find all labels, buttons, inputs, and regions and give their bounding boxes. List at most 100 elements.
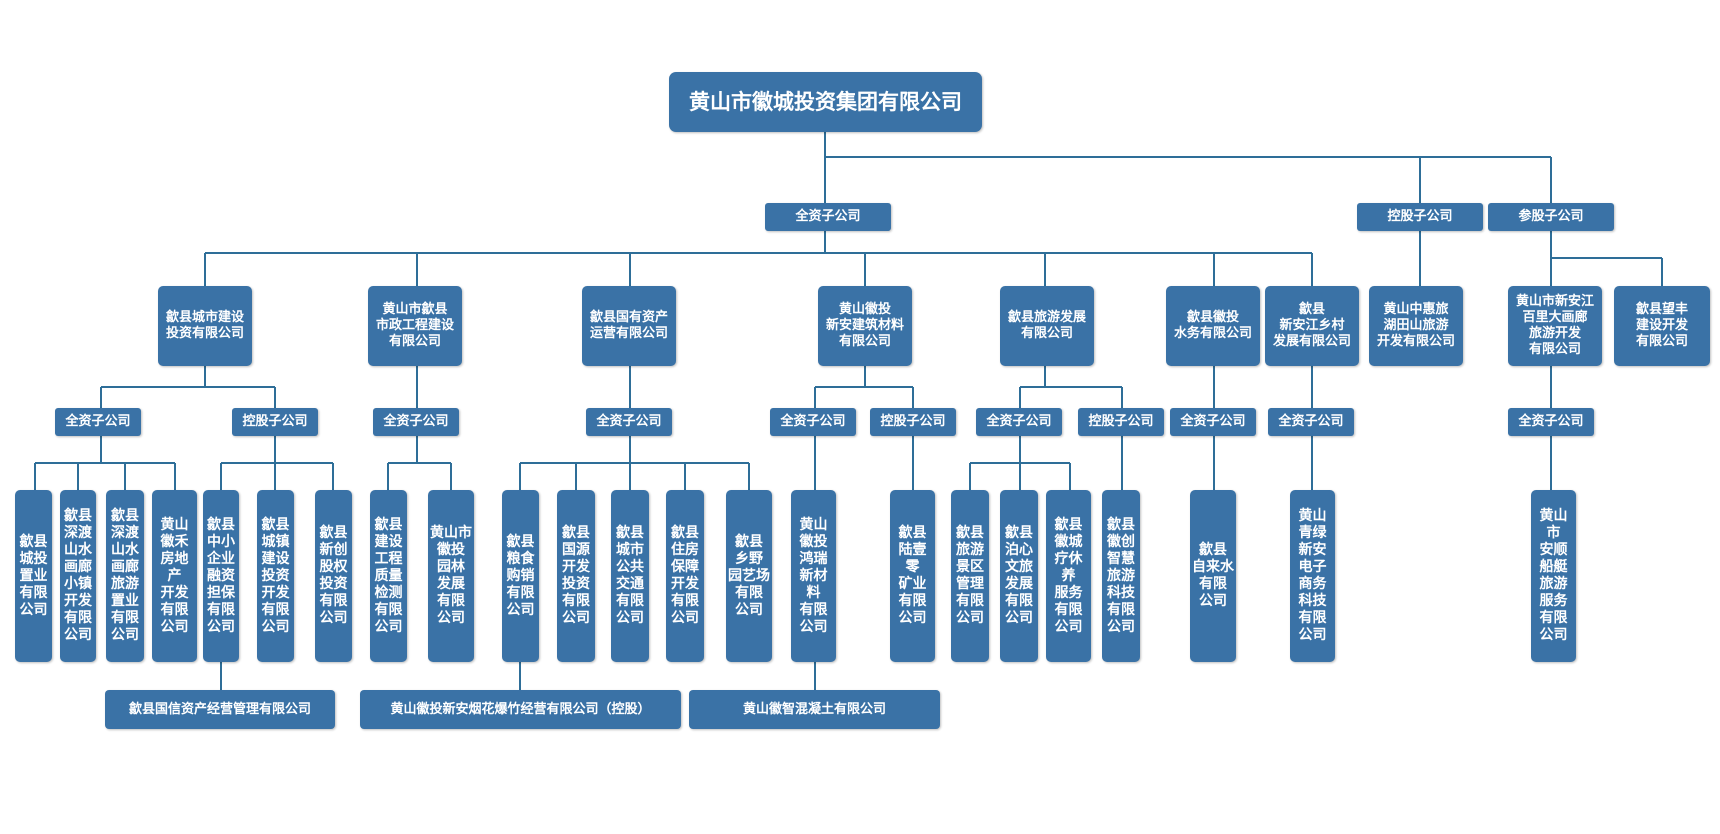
leaf-company[interactable]: 歙县 自来水 有限 公司 xyxy=(1190,490,1236,662)
category-wholly-owned[interactable]: 全资子公司 xyxy=(765,203,891,231)
leaf-company[interactable]: 歙县 徽创 智慧 旅游 科技 有限 公司 xyxy=(1102,490,1140,662)
connector-line xyxy=(34,463,36,490)
connector-line xyxy=(1213,253,1215,286)
connector-line xyxy=(912,387,914,408)
connector-line xyxy=(1419,157,1421,203)
connector-line xyxy=(815,386,913,388)
leaf-company[interactable]: 黄山 徽投 鸿瑞 新材料 有限 公司 xyxy=(791,490,836,662)
connector-line xyxy=(1419,231,1421,286)
category-holding[interactable]: 控股子公司 xyxy=(1357,203,1483,231)
connector-line xyxy=(220,662,222,690)
connector-line xyxy=(35,462,175,464)
connector-line xyxy=(629,253,631,286)
category-wholly-owned[interactable]: 全资子公司 xyxy=(373,408,459,436)
category-wholly-owned[interactable]: 全资子公司 xyxy=(1170,408,1256,436)
category-holding[interactable]: 控股子公司 xyxy=(870,408,956,436)
leaf-company[interactable]: 歙县 泊心 文旅 发展 有限 公司 xyxy=(1000,490,1038,662)
leaf-company[interactable]: 歙县 徽城 疗休养 服务 有限 公司 xyxy=(1046,490,1091,662)
root-company[interactable]: 黄山市徽城投资集团有限公司 xyxy=(669,72,982,132)
connector-line xyxy=(629,366,631,408)
connector-line xyxy=(220,463,222,490)
category-wholly-owned[interactable]: 全资子公司 xyxy=(586,408,672,436)
connector-line xyxy=(1550,366,1552,408)
category-holding[interactable]: 控股子公司 xyxy=(232,408,318,436)
connector-line xyxy=(814,662,816,690)
connector-line xyxy=(101,386,275,388)
connector-line xyxy=(204,253,206,286)
connector-line xyxy=(124,463,126,490)
connector-line xyxy=(1661,258,1663,286)
category-wholly-owned[interactable]: 全资子公司 xyxy=(1508,408,1594,436)
connector-line xyxy=(388,462,451,464)
connector-line xyxy=(1121,436,1123,490)
subsidiary-company[interactable]: 黄山徽投 新安建筑材料 有限公司 xyxy=(818,286,912,366)
leaf-company[interactable]: 歙县 旅游 景区 管理 有限 公司 xyxy=(951,490,989,662)
leaf-company[interactable]: 黄山 青绿 新安 电子 商务 科技 有限 公司 xyxy=(1290,490,1335,662)
connector-line xyxy=(1311,253,1313,286)
connector-line xyxy=(1550,157,1552,203)
subsidiary-company[interactable]: 歙县望丰 建设开发 有限公司 xyxy=(1614,286,1710,366)
leaf-company[interactable]: 歙县 深渡 山水 画廊 旅游 置业 有限 公司 xyxy=(106,490,144,662)
connector-line xyxy=(1550,231,1552,258)
leaf-company[interactable]: 黄山市 徽投 园林 发展 有限 公司 xyxy=(428,490,474,662)
leaf-company[interactable]: 歙县 陆壹零 矿业 有限 公司 xyxy=(890,490,935,662)
leaf-company[interactable]: 黄山市 安顺 船艇 旅游 服务 有限 公司 xyxy=(1531,490,1576,662)
subsidiary-company[interactable]: 黄山中惠旅 湖田山旅游 开发有限公司 xyxy=(1369,286,1463,366)
leaf-company[interactable]: 歙县 中小 企业 融资 担保 有限 公司 xyxy=(203,490,239,662)
leaf-company[interactable]: 黄山 徽禾 房地产 开发 有限 公司 xyxy=(152,490,197,662)
subsidiary-company[interactable]: 黄山市歙县 市政工程建设 有限公司 xyxy=(368,286,462,366)
connector-line xyxy=(77,463,79,490)
bottom-company[interactable]: 黄山徽智混凝土有限公司 xyxy=(689,690,940,729)
category-wholly-owned[interactable]: 全资子公司 xyxy=(976,408,1062,436)
category-wholly-owned[interactable]: 全资子公司 xyxy=(1268,408,1354,436)
connector-line xyxy=(1550,258,1552,286)
connector-line xyxy=(174,463,176,490)
connector-line xyxy=(1213,366,1215,408)
leaf-company[interactable]: 歙县 城投 置业 有限 公司 xyxy=(15,490,52,662)
connector-line xyxy=(825,156,1551,158)
subsidiary-company[interactable]: 歙县旅游发展 有限公司 xyxy=(1000,286,1094,366)
bottom-company[interactable]: 歙县国信资产经营管理有限公司 xyxy=(105,690,335,729)
connector-line xyxy=(1311,366,1313,408)
leaf-company[interactable]: 歙县 国源 开发 投资 有限 公司 xyxy=(557,490,595,662)
subsidiary-company[interactable]: 歙县城市建设 投资有限公司 xyxy=(158,286,252,366)
subsidiary-company[interactable]: 黄山市新安江 百里大画廊 旅游开发 有限公司 xyxy=(1508,286,1602,366)
connector-line xyxy=(824,231,826,253)
connector-line xyxy=(100,436,102,463)
leaf-company[interactable]: 歙县 粮食 购销 有限 公司 xyxy=(502,490,539,662)
connector-line xyxy=(824,157,826,203)
category-wholly-owned[interactable]: 全资子公司 xyxy=(770,408,856,436)
connector-line xyxy=(969,463,971,490)
connector-line xyxy=(814,436,816,490)
bottom-company[interactable]: 黄山徽投新安烟花爆竹经营有限公司（控股） xyxy=(360,690,681,729)
connector-line xyxy=(864,366,866,387)
connector-line xyxy=(1550,436,1552,490)
connector-line xyxy=(684,463,686,490)
leaf-company[interactable]: 歙县 乡野 园艺场 有限 公司 xyxy=(726,490,772,662)
category-holding[interactable]: 控股子公司 xyxy=(1078,408,1164,436)
connector-line xyxy=(1551,257,1662,259)
connector-line xyxy=(1019,463,1021,490)
subsidiary-company[interactable]: 歙县徽投 水务有限公司 xyxy=(1166,286,1260,366)
leaf-company[interactable]: 歙县 深渡 山水 画廊 小镇 开发 有限 公司 xyxy=(60,490,96,662)
leaf-company[interactable]: 歙县 建设 工程 质量 检测 有限 公司 xyxy=(370,490,407,662)
connector-line xyxy=(1019,436,1021,463)
leaf-company[interactable]: 歙县 新创 股权 投资 有限 公司 xyxy=(315,490,352,662)
leaf-company[interactable]: 歙县 住房 保障 开发 有限 公司 xyxy=(666,490,704,662)
connector-line xyxy=(1020,386,1122,388)
subsidiary-company[interactable]: 歙县 新安江乡村 发展有限公司 xyxy=(1265,286,1359,366)
leaf-company[interactable]: 歙县 城镇 建设 投资 开发 有限 公司 xyxy=(257,490,294,662)
leaf-company[interactable]: 歙县 城市 公共 交通 有限 公司 xyxy=(611,490,649,662)
category-participating[interactable]: 参股子公司 xyxy=(1488,203,1614,231)
connector-line xyxy=(205,252,1312,254)
connector-line xyxy=(274,463,276,490)
subsidiary-company[interactable]: 歙县国有资产 运营有限公司 xyxy=(582,286,676,366)
connector-line xyxy=(1311,436,1313,490)
connector-line xyxy=(629,436,631,463)
connector-line xyxy=(814,387,816,408)
category-wholly-owned[interactable]: 全资子公司 xyxy=(55,408,141,436)
connector-line xyxy=(575,463,577,490)
connector-line xyxy=(912,436,914,490)
connector-line xyxy=(824,132,826,157)
